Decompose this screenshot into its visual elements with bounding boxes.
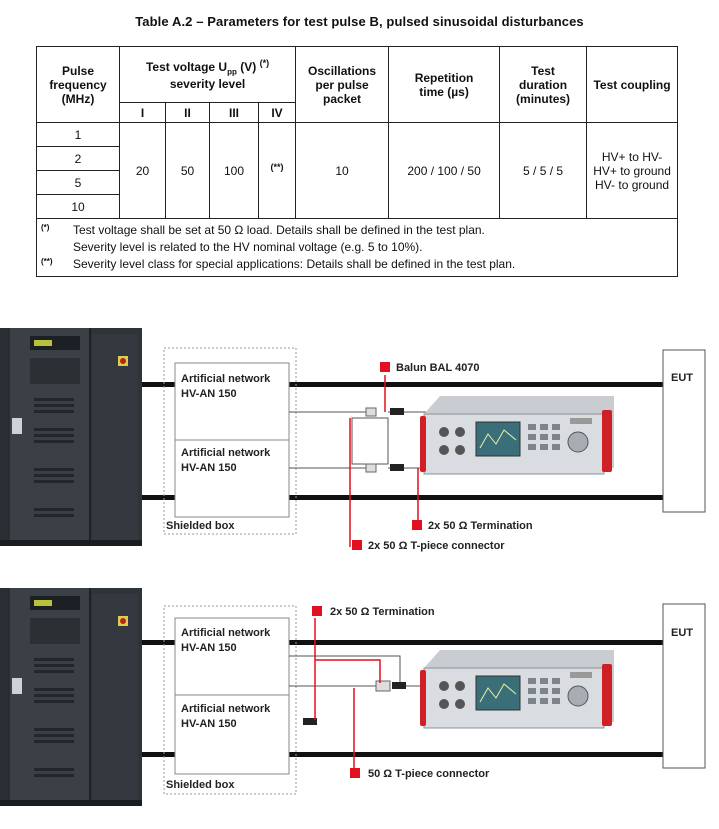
termination-marker [412, 520, 422, 530]
an-model: HV-AN 150 [181, 388, 237, 400]
test-setup-diagrams: EUT Artificial network HV-AN 150 Artific… [0, 288, 719, 829]
termination-plugs [303, 682, 406, 725]
header-duration: Test duration (minutes) [499, 46, 588, 123]
termination-label: 2x 50 Ω Termination [330, 606, 435, 618]
header-coupling: Test coupling [586, 46, 679, 123]
freq-cell: 1 [36, 122, 120, 147]
an-title: Artificial network [181, 447, 271, 459]
generator-image [419, 649, 615, 729]
cabinet-image [0, 587, 143, 807]
freq-cell: 2 [36, 146, 120, 171]
hv-cable [142, 382, 664, 387]
level-header-4: IV [257, 102, 297, 123]
tpiece-label: 50 Ω T-piece connector [368, 768, 490, 780]
note-1: (*)Test voltage shall be set at 50 Ω loa… [41, 223, 485, 237]
header-pulse-frequency: Pulse frequency (MHz) [36, 46, 120, 123]
header-test-voltage: Test voltage Upp (V) (*) severity level [118, 46, 297, 103]
shielded-box [163, 347, 297, 535]
diagram-1: EUT Artificial network HV-AN 150 Artific… [0, 327, 706, 552]
eut-box [662, 349, 706, 513]
an-title: Artificial network [181, 703, 271, 715]
t-piece-connector [375, 680, 391, 692]
level-header-1: I [119, 102, 166, 123]
diagram-2: EUT Artificial network HV-AN 150 Artific… [0, 587, 706, 807]
an-model: HV-AN 150 [181, 642, 237, 654]
oscillations-value: 10 [295, 122, 390, 219]
header-oscillations: Oscillations per pulse packet [295, 46, 390, 123]
header-repetition: Repetition time (µs) [388, 46, 501, 123]
hv-cable [142, 752, 664, 757]
coupling-value: HV+ to HV- HV+ to ground HV- to ground [586, 122, 679, 219]
level-header-2: II [165, 102, 210, 123]
tpiece-marker [352, 540, 362, 550]
an-title: Artificial network [181, 373, 271, 385]
repetition-value: 200 / 100 / 50 [388, 122, 501, 219]
hv-cable [142, 640, 664, 645]
an-title: Artificial network [181, 627, 271, 639]
eut-label: EUT [671, 372, 693, 384]
tpiece-marker [350, 768, 360, 778]
balun-marker [380, 362, 390, 372]
an-model: HV-AN 150 [181, 462, 237, 474]
wiring [289, 411, 430, 469]
termination-label: 2x 50 Ω Termination [428, 520, 533, 532]
level-value-3: 100 [209, 122, 259, 219]
t-piece-connector [365, 407, 377, 417]
eut-label: EUT [671, 627, 693, 639]
parameters-table: Pulse frequency (MHz) Test voltage Upp (… [35, 46, 679, 277]
hv-cable [142, 495, 664, 500]
t-piece-connector [365, 463, 377, 473]
shielded-box-label: Shielded box [166, 779, 235, 791]
freq-cell: 10 [36, 194, 120, 219]
freq-cell: 5 [36, 170, 120, 195]
balun-label: Balun BAL 4070 [396, 362, 480, 374]
note-2: Severity level is related to the HV nomi… [73, 240, 423, 254]
duration-value: 5 / 5 / 5 [499, 122, 588, 219]
artificial-network-frame [174, 617, 290, 775]
table-notes: (*)Test voltage shall be set at 50 Ω loa… [35, 218, 679, 277]
level-value-2: 50 [165, 122, 210, 219]
termination-marker [312, 606, 322, 616]
level-header-3: III [209, 102, 259, 123]
level-value-1: 20 [119, 122, 166, 219]
an-model: HV-AN 150 [181, 718, 237, 730]
note-3: (**)Severity level class for special app… [41, 257, 516, 271]
eut-box [662, 603, 706, 769]
generator-image [419, 395, 615, 475]
level-value-4: (**) [257, 122, 297, 219]
tpiece-label: 2x 50 Ω T-piece connector [368, 540, 505, 552]
shielded-box-label: Shielded box [166, 520, 235, 532]
termination-plugs [390, 408, 404, 471]
cabinet-image [0, 327, 143, 547]
shielded-box [163, 605, 297, 795]
table-title: Table A.2 – Parameters for test pulse B,… [135, 14, 584, 29]
